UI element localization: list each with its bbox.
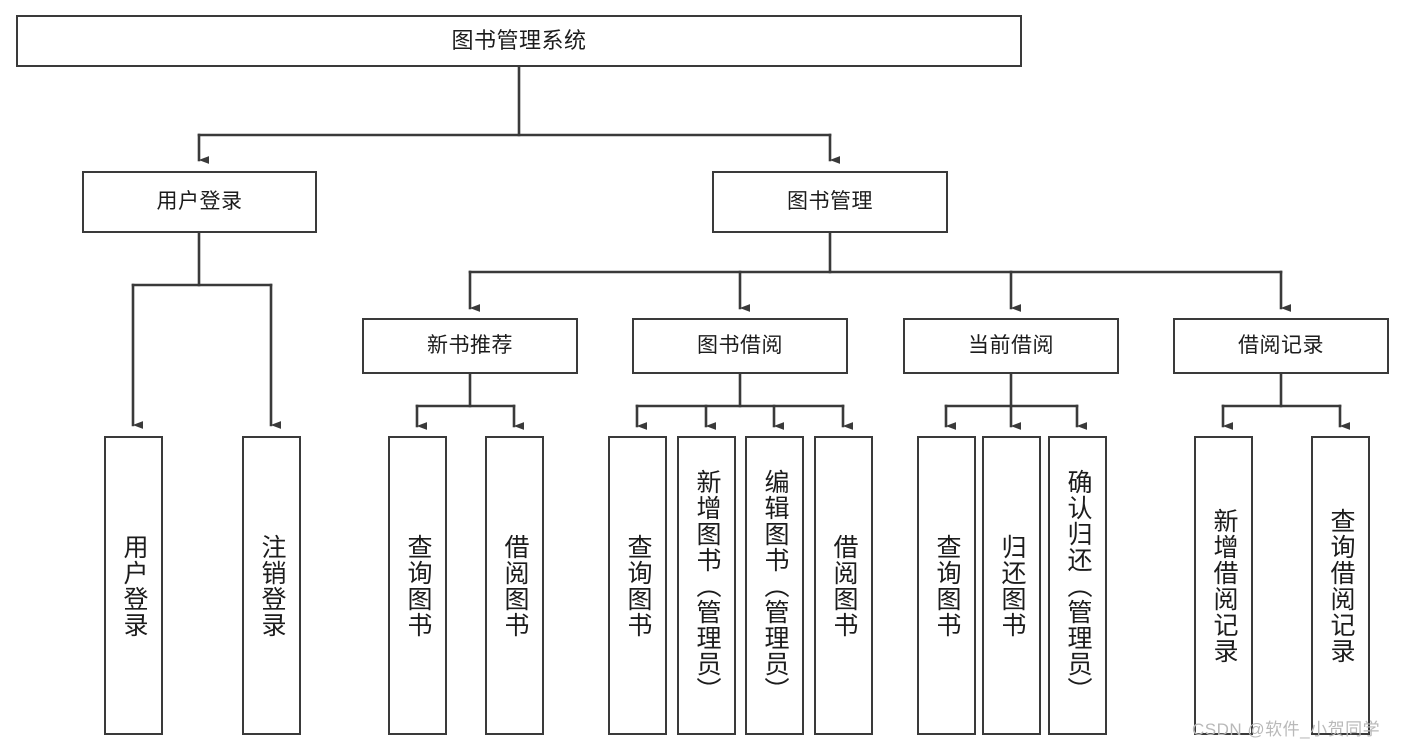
- node-new-book-recommend-label: 新书推荐: [427, 333, 513, 357]
- node-root[interactable]: 图书管理系统: [16, 15, 1022, 67]
- leaf-user-login-label: 用户登录: [120, 533, 148, 638]
- leaf-query-book-2[interactable]: 查询图书: [608, 436, 667, 735]
- node-book-borrow-label: 图书借阅: [697, 333, 783, 357]
- node-new-book-recommend[interactable]: 新书推荐: [362, 318, 578, 374]
- leaf-add-record-label: 新增借阅记录: [1210, 507, 1238, 664]
- leaf-edit-book[interactable]: 编辑图书（管理员）: [745, 436, 804, 735]
- node-book-management[interactable]: 图书管理: [712, 171, 948, 233]
- node-root-label: 图书管理系统: [451, 28, 587, 54]
- node-current-borrow-label: 当前借阅: [968, 333, 1054, 357]
- leaf-query-book-2-label: 查询图书: [624, 533, 652, 638]
- leaf-query-book-3[interactable]: 查询图书: [917, 436, 976, 735]
- leaf-query-record[interactable]: 查询借阅记录: [1311, 436, 1370, 735]
- leaf-query-book-1-label: 查询图书: [404, 533, 432, 638]
- leaf-query-book-3-label: 查询图书: [933, 533, 961, 638]
- node-borrow-record[interactable]: 借阅记录: [1173, 318, 1389, 374]
- leaf-borrow-book-2-label: 借阅图书: [830, 533, 858, 638]
- node-user-login[interactable]: 用户登录: [82, 171, 317, 233]
- leaf-edit-book-label: 编辑图书（管理员）: [761, 468, 789, 703]
- leaf-add-book-label: 新增图书（管理员）: [693, 468, 721, 703]
- leaf-query-book-1[interactable]: 查询图书: [388, 436, 447, 735]
- leaf-confirm-return[interactable]: 确认归还（管理员）: [1048, 436, 1107, 735]
- leaf-return-book-label: 归还图书: [998, 533, 1026, 638]
- leaf-add-book[interactable]: 新增图书（管理员）: [677, 436, 736, 735]
- node-borrow-record-label: 借阅记录: [1238, 333, 1324, 357]
- node-book-management-label: 图书管理: [787, 189, 873, 213]
- leaf-logout-label: 注销登录: [258, 533, 286, 638]
- leaf-confirm-return-label: 确认归还（管理员）: [1064, 468, 1092, 703]
- leaf-query-record-label: 查询借阅记录: [1327, 507, 1355, 664]
- leaf-return-book[interactable]: 归还图书: [982, 436, 1041, 735]
- leaf-add-record[interactable]: 新增借阅记录: [1194, 436, 1253, 735]
- leaf-borrow-book-1[interactable]: 借阅图书: [485, 436, 544, 735]
- leaf-borrow-book-1-label: 借阅图书: [501, 533, 529, 638]
- node-current-borrow[interactable]: 当前借阅: [903, 318, 1119, 374]
- leaf-borrow-book-2[interactable]: 借阅图书: [814, 436, 873, 735]
- leaf-user-login[interactable]: 用户登录: [104, 436, 163, 735]
- leaf-logout[interactable]: 注销登录: [242, 436, 301, 735]
- node-user-login-label: 用户登录: [156, 189, 243, 213]
- node-book-borrow[interactable]: 图书借阅: [632, 318, 848, 374]
